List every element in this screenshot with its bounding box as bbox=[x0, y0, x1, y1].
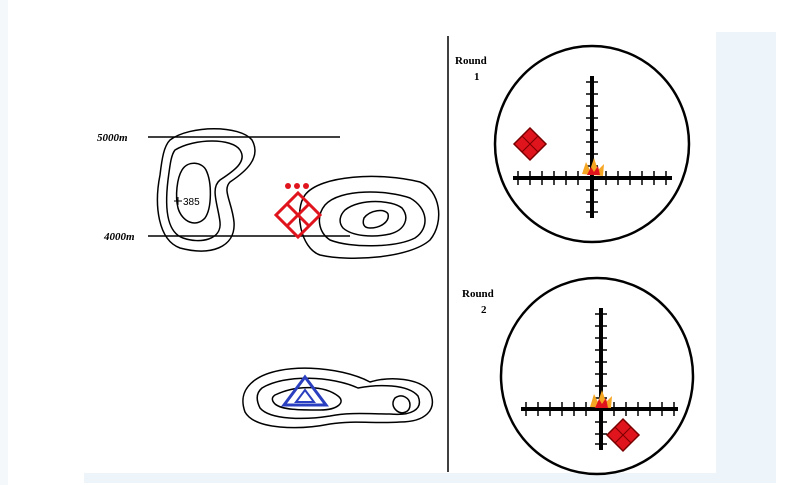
spot-height-label: 385 bbox=[183, 197, 200, 208]
observer-triangle-icon bbox=[281, 374, 329, 407]
hill-south-contours bbox=[242, 367, 433, 429]
terrain-map bbox=[148, 128, 440, 429]
spot-height-marker: 385 bbox=[174, 197, 200, 208]
range-label-5000m: 5000m bbox=[97, 132, 128, 144]
round-1-title: Round bbox=[455, 55, 487, 67]
round-2-reticle-icon bbox=[499, 276, 695, 476]
round-1-number: 1 bbox=[474, 71, 480, 83]
target-diamond-icon bbox=[273, 183, 323, 240]
diagram-panel bbox=[84, 32, 776, 480]
round-1-reticle-icon bbox=[493, 44, 691, 244]
left-edge-strip bbox=[0, 0, 8, 485]
round-2-number: 2 bbox=[481, 304, 487, 316]
bottom-margin-band bbox=[84, 473, 776, 483]
right-margin-band bbox=[716, 32, 776, 483]
range-label-4000m: 4000m bbox=[103, 231, 135, 243]
hill-385-contours bbox=[156, 128, 256, 252]
round-2-title: Round bbox=[462, 288, 494, 300]
round-2-burst-icon bbox=[590, 390, 612, 408]
round-1-target-icon bbox=[512, 126, 548, 162]
round-2-target-icon bbox=[605, 417, 641, 453]
round-1-burst-icon bbox=[582, 158, 604, 176]
hill-east-contours bbox=[298, 175, 440, 259]
